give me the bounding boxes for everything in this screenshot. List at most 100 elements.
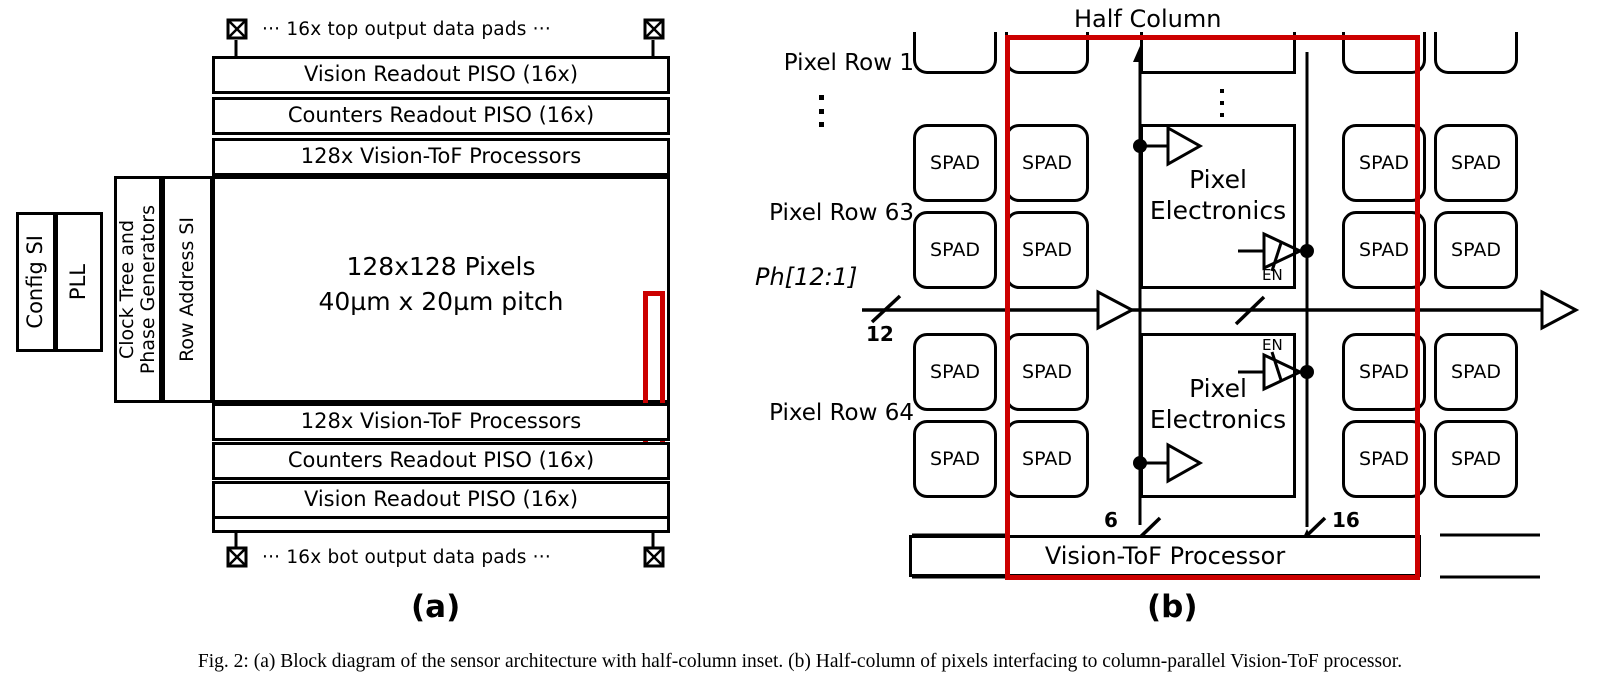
vision-tof-processor-box[interactable]: Vision-ToF Processor xyxy=(909,535,1421,577)
spad-row63a-col2[interactable]: SPAD xyxy=(1005,124,1089,202)
pixel-array-pitch: 40µm x 20µm pitch xyxy=(318,286,564,316)
pe-lower-output-node-dot xyxy=(1300,365,1314,379)
top-left-pad-icon xyxy=(226,18,248,40)
phase-bus-label: Ph[12:1] xyxy=(755,263,858,291)
pe-upper-en-control-line xyxy=(1270,242,1283,272)
out-bus-left-width-label: 6 xyxy=(1104,508,1118,532)
spad-label: SPAD xyxy=(1451,239,1501,261)
half-column-title: Half Column xyxy=(1074,5,1222,33)
spad-row1-col1-stub[interactable] xyxy=(913,32,997,74)
bottom-left-pad-icon xyxy=(226,546,248,568)
half-column-highlight xyxy=(1005,35,1420,580)
spad-row64a-col1[interactable]: SPAD xyxy=(913,333,997,411)
spad-label: SPAD xyxy=(930,239,980,261)
block-label: Vision Readout PISO (16x) xyxy=(303,487,579,512)
panel-b-half-column-detail: Half Column Pixel Row 1 Pixel Row 63 Pix… xyxy=(700,0,1600,640)
block-pll[interactable]: PLL xyxy=(55,212,103,352)
pe-upper-buffer-icon xyxy=(1166,125,1204,167)
spad-label: SPAD xyxy=(1359,361,1409,383)
spad-row63a-col5[interactable]: SPAD xyxy=(1342,124,1426,202)
spad-label: SPAD xyxy=(1451,152,1501,174)
phase-bus-slash-2 xyxy=(1234,295,1266,326)
spad-row64a-col6[interactable]: SPAD xyxy=(1434,333,1518,411)
spad-label: SPAD xyxy=(930,361,980,383)
spad-row63b-col5[interactable]: SPAD xyxy=(1342,211,1426,289)
spad-row1-pe-stub[interactable] xyxy=(1140,32,1296,74)
top-output-pads-label: ··· 16x top output data pads ··· xyxy=(262,19,551,40)
block-vision-tof-processors-top[interactable]: 128x Vision-ToF Processors xyxy=(212,138,670,176)
block-config-si[interactable]: Config SI xyxy=(16,212,56,352)
spad-row64b-col2[interactable]: SPAD xyxy=(1005,420,1089,498)
block-counters-readout-piso-top[interactable]: Counters Readout PISO (16x) xyxy=(212,97,670,135)
spad-label: SPAD xyxy=(1359,239,1409,261)
pe-label-line2: Electronics xyxy=(1149,196,1287,226)
spad-row63a-col6[interactable]: SPAD xyxy=(1434,124,1518,202)
pe-upper-output-node-dot xyxy=(1300,244,1314,258)
pe-label-line1: Pixel xyxy=(1189,165,1247,194)
spad-row1-col6-stub[interactable] xyxy=(1434,32,1518,74)
spad-label: SPAD xyxy=(1359,448,1409,470)
block-pixel-array[interactable] xyxy=(212,176,670,403)
phase-bus-slash xyxy=(870,294,902,324)
block-label: Config SI xyxy=(23,235,48,329)
spad-label: SPAD xyxy=(1022,152,1072,174)
spad-row64b-col1[interactable]: SPAD xyxy=(913,420,997,498)
spad-row1-col2-stub[interactable] xyxy=(1005,32,1089,74)
spad-label: SPAD xyxy=(1359,152,1409,174)
block-label: 128x Vision-ToF Processors xyxy=(300,409,582,434)
row-label-pixel-row-1: Pixel Row 1 xyxy=(783,50,914,76)
block-counters-readout-piso-bottom[interactable]: Counters Readout PISO (16x) xyxy=(212,442,670,480)
bot-output-pads-label: ··· 16x bot output data pads ··· xyxy=(262,547,551,568)
row-label-pixel-row-63: Pixel Row 63 xyxy=(769,200,914,226)
spad-row63b-col2[interactable]: SPAD xyxy=(1005,211,1089,289)
row-label-pixel-row-64: Pixel Row 64 xyxy=(769,400,914,426)
pixel-array-size: 128x128 Pixels xyxy=(346,252,536,281)
pixel-electronics-box-upper[interactable] xyxy=(1140,124,1296,289)
block-row-address-si[interactable]: Row Address SI xyxy=(162,176,213,403)
block-clock-tree-phase-generators[interactable]: Clock Tree and Phase Generators xyxy=(114,176,162,403)
spad-label: SPAD xyxy=(1022,361,1072,383)
phase-bus-width-label: 12 xyxy=(866,322,894,346)
pe-lower-en-buffer-icon xyxy=(1262,352,1304,392)
spad-row64b-col5[interactable]: SPAD xyxy=(1342,420,1426,498)
spad-row64b-col6[interactable]: SPAD xyxy=(1434,420,1518,498)
spad-label: SPAD xyxy=(1451,361,1501,383)
figure-caption: Fig. 2: (a) Block diagram of the sensor … xyxy=(197,651,1403,672)
block-label-line2: Phase Generators xyxy=(137,204,159,375)
vision-tof-processor-label: Vision-ToF Processor xyxy=(1044,542,1286,570)
block-vision-readout-piso-bottom[interactable]: Vision Readout PISO (16x) xyxy=(212,481,670,519)
spad-row63a-col1[interactable]: SPAD xyxy=(913,124,997,202)
en-label-upper: EN xyxy=(1262,266,1283,284)
block-vision-readout-piso-top[interactable]: Vision Readout PISO (16x) xyxy=(212,56,670,94)
bottom-right-pad-icon xyxy=(643,546,665,568)
top-right-pad-icon xyxy=(643,18,665,40)
spad-label: SPAD xyxy=(1022,448,1072,470)
block-label: Vision Readout PISO (16x) xyxy=(303,62,579,87)
pe-lower-buffer-icon xyxy=(1166,442,1204,484)
phase-bus-buffer-icon xyxy=(1096,289,1136,331)
die-bottom-edge xyxy=(212,519,670,533)
spad-row64a-col2[interactable]: SPAD xyxy=(1005,333,1089,411)
block-label: Row Address SI xyxy=(175,217,198,362)
subcaption-a: (a) xyxy=(411,589,461,625)
spad-label: SPAD xyxy=(1022,239,1072,261)
block-vision-tof-processors-bottom[interactable]: 128x Vision-ToF Processors xyxy=(212,403,670,441)
subcaption-b: (b) xyxy=(1147,589,1198,625)
pixel-electronics-box-lower[interactable] xyxy=(1140,333,1296,498)
spad-row1-col5-stub[interactable] xyxy=(1342,32,1426,74)
block-label: PLL xyxy=(66,263,91,301)
spad-row64a-col5[interactable]: SPAD xyxy=(1342,333,1426,411)
pixel-electronics-label-lower: Pixel Electronics xyxy=(1140,373,1296,436)
phase-bus-out-arrow-icon xyxy=(1540,289,1580,331)
pe-label-line1: Pixel xyxy=(1189,374,1247,403)
spad-row63b-col1[interactable]: SPAD xyxy=(913,211,997,289)
pixel-array-spec: 128x128 Pixels 40µm x 20µm pitch xyxy=(232,250,650,319)
array-ellipsis-dots-icon xyxy=(1219,89,1224,117)
block-label: Counters Readout PISO (16x) xyxy=(287,103,595,128)
row-ellipsis-dots-icon xyxy=(818,95,824,127)
pe-label-line2: Electronics xyxy=(1149,405,1287,435)
spad-label: SPAD xyxy=(930,152,980,174)
spad-row63b-col6[interactable]: SPAD xyxy=(1434,211,1518,289)
panel-a-block-diagram: ··· 16x top output data pads ··· Vision … xyxy=(0,0,700,640)
spad-label: SPAD xyxy=(1451,448,1501,470)
